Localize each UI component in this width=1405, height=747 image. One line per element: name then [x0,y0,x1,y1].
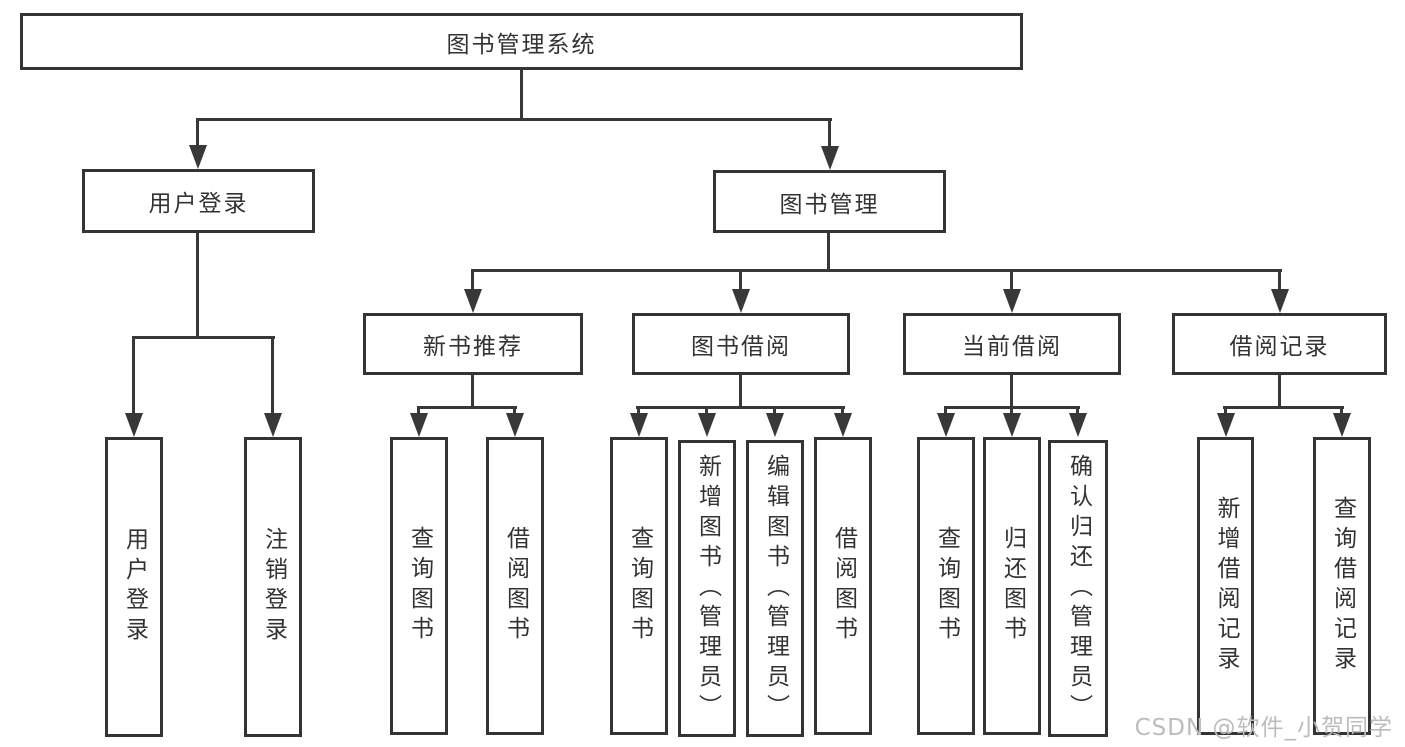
node-book-borrowing: 图书借阅 [632,313,850,375]
node-label: 借阅图书 [502,526,529,646]
connector-line [739,269,742,296]
node-label: 编辑图书（管理员） [762,453,789,724]
arrow-down-icon [1069,413,1087,437]
connector-line [773,406,776,418]
arrow-down-icon [464,289,482,313]
node-label: 新增图书（管理员） [694,453,721,724]
connector-line [1010,406,1013,418]
arrow-down-icon [506,413,524,437]
connector-line [944,406,947,418]
node-cb-query-books: 查询图书 [917,437,975,735]
node-label: 借阅记录 [1229,334,1330,360]
connector-line [636,406,845,409]
node-label: 查询图书 [406,526,433,646]
connector-line [471,269,474,296]
arrow-down-icon [1271,289,1289,313]
connector-line [1224,406,1227,418]
node-label: 新增借阅记录 [1213,496,1239,676]
arrow-down-icon [410,413,428,437]
node-label: 图书借阅 [691,334,791,360]
node-label: 用户登录 [148,191,249,217]
arrow-down-icon [189,145,207,169]
connector-line [271,336,274,416]
node-user-login-action: 用户登录 [105,437,163,737]
connector-line [132,336,275,339]
node-label: 当前借阅 [962,334,1062,360]
node-label: 新书推荐 [423,334,523,360]
arrow-down-icon [1333,413,1351,437]
node-bb-borrow-books: 借阅图书 [814,437,872,735]
connector-line [637,406,640,418]
connector-line [828,118,831,152]
node-label: 查询借阅记录 [1329,496,1356,676]
connector-line [739,374,742,409]
arrow-down-icon [834,413,852,437]
node-label: 确认归还（管理员） [1065,453,1092,724]
node-cb-return-books: 归还图书 [983,437,1041,735]
arrow-down-icon [766,413,784,437]
node-label: 图书管理系统 [446,31,597,58]
arrow-down-icon [937,413,955,437]
node-label: 图书管理 [779,191,880,218]
node-br-query-borrow-record: 查询借阅记录 [1313,437,1371,735]
connector-line [1076,406,1079,418]
node-new-book-recommendation: 新书推荐 [363,313,583,375]
connector-line [1223,406,1344,409]
arrow-down-icon [1003,413,1021,437]
connector-line [841,406,844,418]
connector-line [1278,269,1281,296]
arrow-down-icon [698,413,716,437]
node-bb-query-books: 查询图书 [610,437,668,735]
connector-line [513,406,516,418]
connector-line [132,336,135,416]
node-bb-add-book-admin: 新增图书（管理员） [678,440,736,737]
node-label: 归还图书 [999,526,1026,646]
node-label: 查询图书 [933,526,960,646]
node-current-borrowing: 当前借阅 [903,313,1121,375]
watermark-csdn: CSDN @软件_小贺同学 [1134,715,1393,741]
node-label: 用户登录 [121,527,148,647]
connector-line [196,118,832,121]
node-br-add-borrow-record: 新增借阅记录 [1197,437,1254,735]
node-library-management-system: 图书管理系统 [20,13,1023,70]
connector-line [417,406,517,409]
arrow-down-icon [264,413,282,437]
node-label: 借阅图书 [830,526,857,646]
arrow-down-icon [630,413,648,437]
connector-line [196,118,199,152]
connector-line [827,233,830,272]
arrow-down-icon [1217,413,1235,437]
connector-line [417,406,420,418]
connector-line [1340,406,1343,418]
arrow-down-icon [821,146,839,170]
arrow-down-icon [125,413,143,437]
node-logout-action: 注销登录 [244,437,302,737]
connector-line [471,374,474,409]
node-user-login: 用户登录 [82,169,315,233]
arrow-down-icon [1003,289,1021,313]
node-cb-confirm-return-admin: 确认归还（管理员） [1048,440,1108,737]
connector-line [1010,269,1013,296]
node-nb-borrow-books: 借阅图书 [486,437,544,735]
arrow-down-icon [732,289,750,313]
node-nb-query-books: 查询图书 [390,437,448,735]
connector-line [471,269,1282,272]
node-label: 注销登录 [260,527,287,647]
node-book-management: 图书管理 [713,170,946,233]
node-label: 查询图书 [626,526,653,646]
connector-line [196,233,199,339]
node-bb-edit-book-admin: 编辑图书（管理员） [746,440,804,737]
connector-line [1278,373,1281,409]
connector-line [520,69,523,121]
connector-line [1010,374,1013,409]
connector-line [705,406,708,418]
node-borrowing-records: 借阅记录 [1172,313,1387,375]
